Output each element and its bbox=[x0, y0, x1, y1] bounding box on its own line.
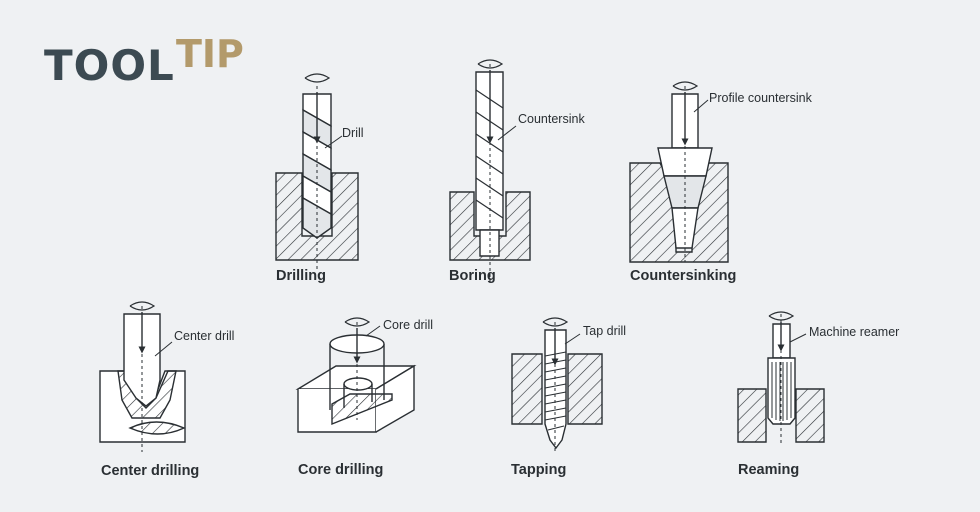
countersinking-illustration bbox=[629, 81, 729, 263]
tap-drill-label: Tap drill bbox=[583, 324, 627, 338]
core-drilling-illustration bbox=[295, 317, 417, 433]
countersinking-caption: Countersinking bbox=[630, 268, 737, 284]
machine-reamer-label: Machine reamer bbox=[809, 325, 900, 339]
center-drilling-caption: Center drilling bbox=[101, 463, 200, 479]
tapping-illustration bbox=[511, 317, 603, 452]
drill-label: Drill bbox=[342, 126, 364, 140]
drilling-illustration bbox=[275, 73, 359, 270]
tooltip-logo: TOOL TIP bbox=[44, 32, 244, 92]
reaming-illustration bbox=[737, 311, 825, 446]
logo-text-tip: TIP bbox=[176, 32, 244, 76]
drilling-caption: Drilling bbox=[276, 268, 326, 284]
core-drill-label: Core drill bbox=[383, 318, 434, 332]
center-drill-label: Center drill bbox=[174, 329, 235, 343]
reaming-caption: Reaming bbox=[738, 462, 800, 478]
profile-countersink-label: Profile countersink bbox=[709, 91, 812, 105]
logo-text-tool: TOOL bbox=[44, 41, 175, 90]
boring-illustration bbox=[449, 59, 531, 282]
countersink-label: Countersink bbox=[518, 112, 585, 126]
center-drilling-illustration bbox=[99, 301, 186, 452]
core-drilling-caption: Core drilling bbox=[298, 462, 384, 478]
tapping-caption: Tapping bbox=[511, 462, 567, 478]
boring-caption: Boring bbox=[449, 268, 496, 284]
